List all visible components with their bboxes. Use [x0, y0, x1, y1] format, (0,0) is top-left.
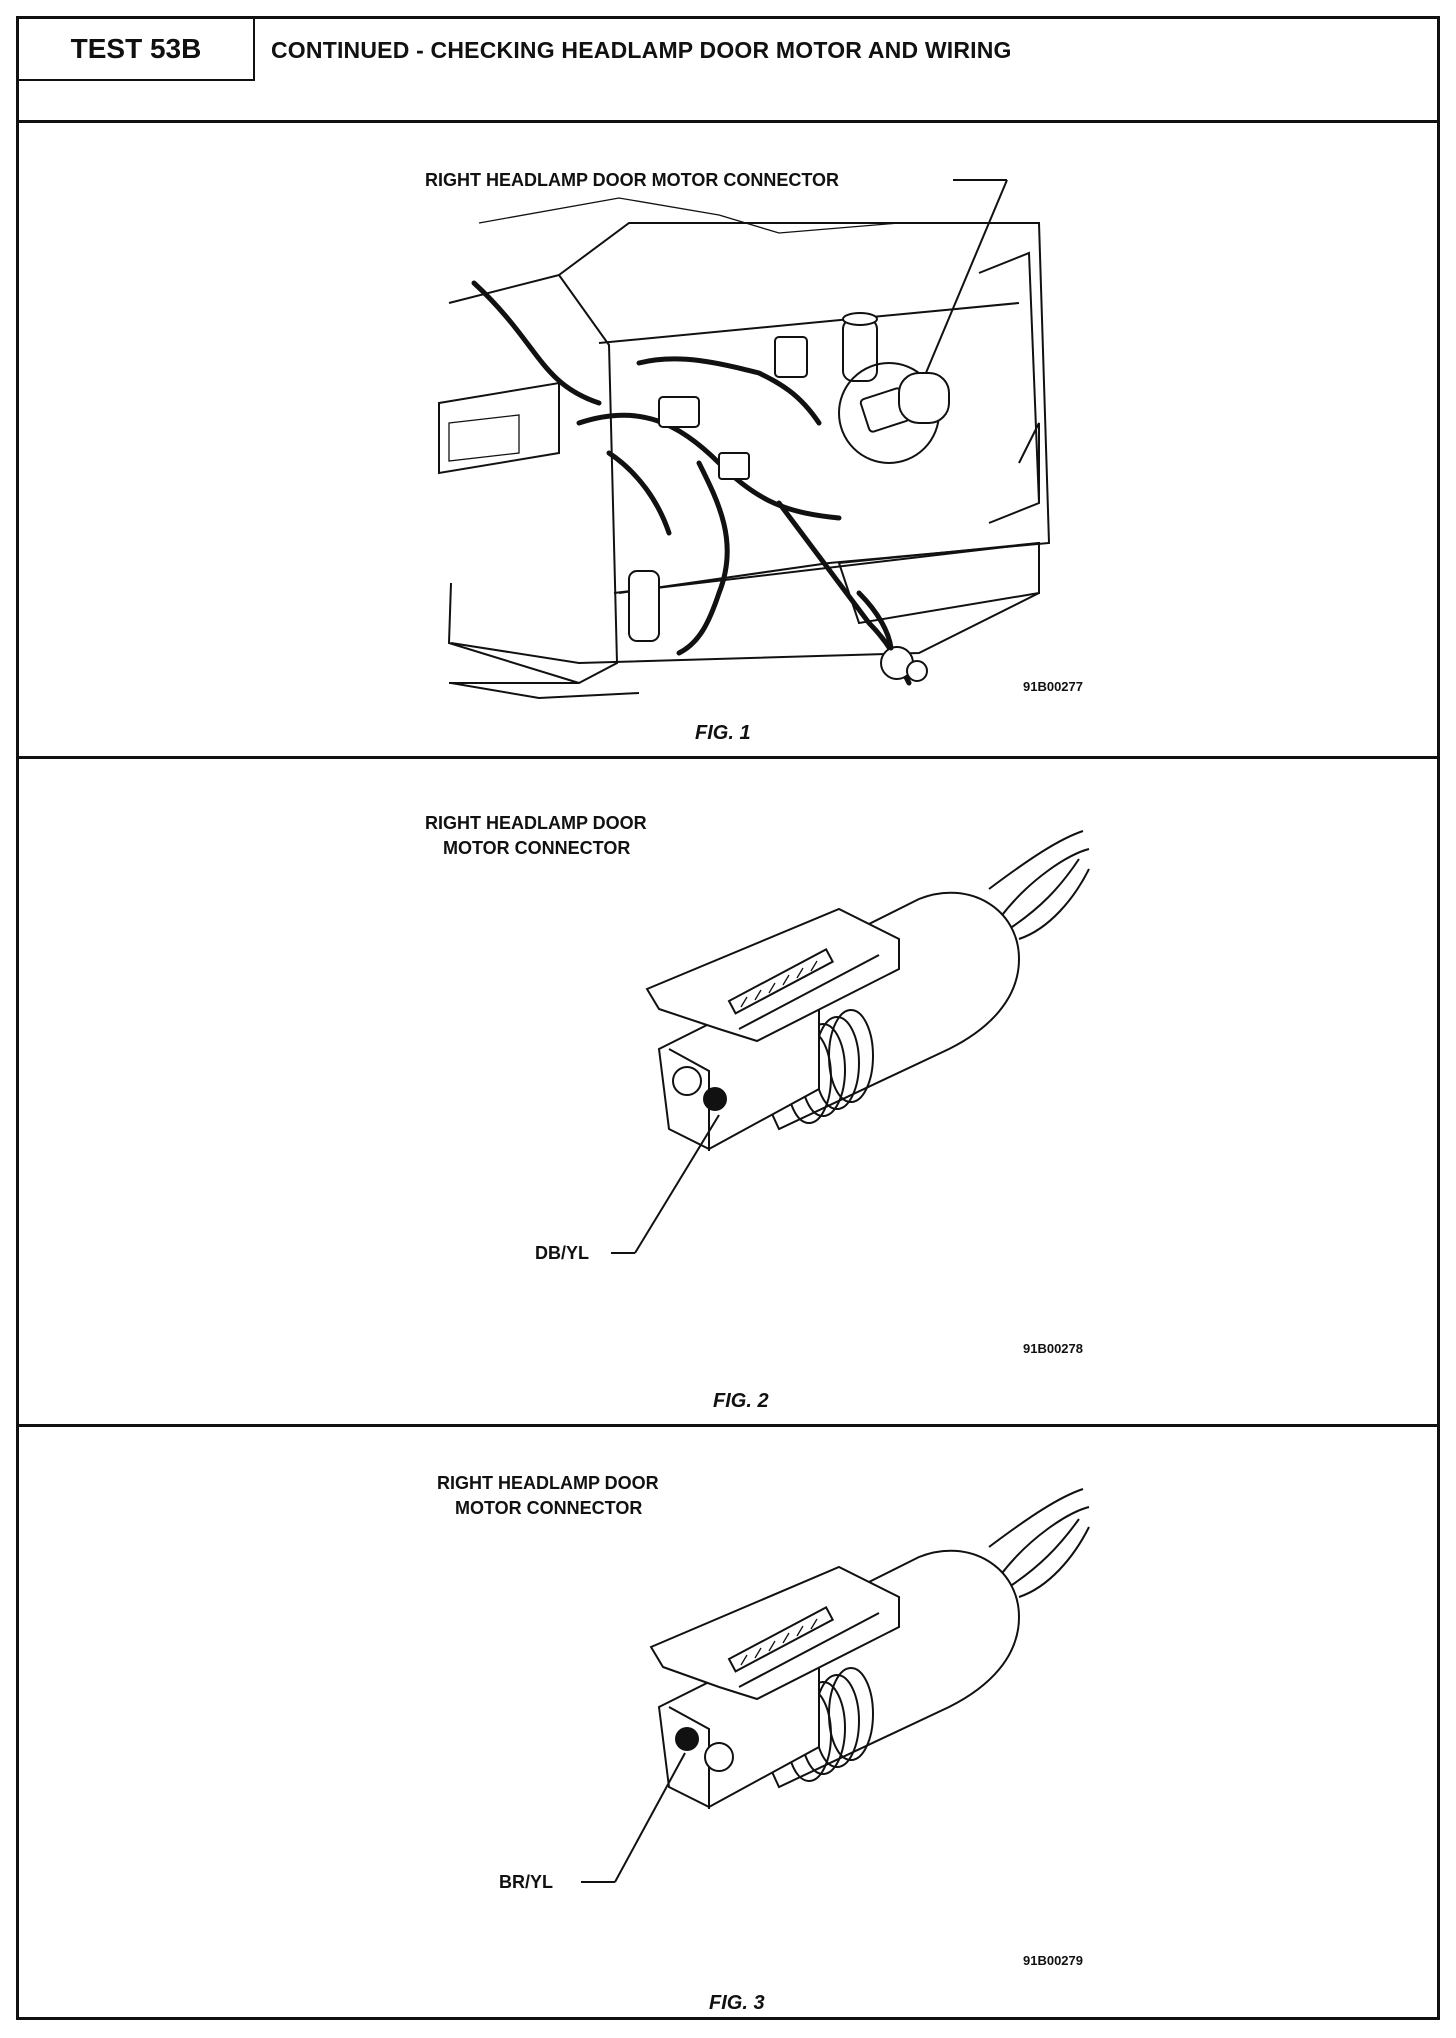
fender-apron — [438, 381, 560, 475]
fig3-locking-tab — [649, 1565, 900, 1701]
fig2-tab-slot — [727, 948, 835, 1015]
headlamp-door-motor — [898, 372, 950, 424]
fig2-terminal-cavity-active — [703, 1087, 727, 1111]
engine-bay-drawing — [438, 197, 1051, 700]
fig3-connector-drawing — [649, 1488, 1090, 1809]
fig3-wire-leader — [614, 1752, 686, 1883]
fig1-callout-label: RIGHT HEADLAMP DOOR MOTOR CONNECTOR — [425, 170, 839, 190]
fig2-terminal-cavity-left — [672, 1066, 702, 1096]
figure-2-panel: RIGHT HEADLAMP DOOR MOTOR CONNECTOR — [19, 759, 1437, 1427]
radiator-support — [558, 222, 1051, 594]
test-id-box: TEST 53B — [19, 19, 255, 81]
fig3-terminal-cavity-right — [704, 1742, 734, 1772]
fig2-locking-tab — [645, 907, 900, 1043]
fig2-caption: FIG. 2 — [713, 1390, 769, 1412]
left-fender — [448, 273, 619, 684]
figure-2-illustration: RIGHT HEADLAMP DOOR MOTOR CONNECTOR — [425, 813, 1090, 1412]
fig3-wire-label: BR/YL — [499, 1872, 553, 1892]
figure-1-illustration: RIGHT HEADLAMP DOOR MOTOR CONNECTOR — [425, 170, 1083, 744]
figure-1-panel: RIGHT HEADLAMP DOOR MOTOR CONNECTOR — [19, 123, 1437, 759]
fig2-image-code: 91B00278 — [1023, 1341, 1083, 1356]
test-title: CONTINUED - CHECKING HEADLAMP DOOR MOTOR… — [271, 37, 1012, 63]
figure-3-illustration: RIGHT HEADLAMP DOOR MOTOR CONNECTOR — [437, 1473, 1090, 2014]
fig3-tab-slot — [727, 1606, 835, 1673]
wiring-harness-1 — [471, 280, 602, 406]
fig3-image-code: 91B00279 — [1023, 1953, 1083, 1968]
connector-block — [774, 336, 808, 378]
fig2-wire-2 — [1008, 858, 1080, 930]
test-id: TEST 53B — [70, 33, 202, 64]
test-header: TEST 53B CONTINUED - CHECKING HEADLAMP D… — [19, 19, 1437, 123]
fig2-wire-leader — [634, 1114, 720, 1254]
wiring-harness-3 — [636, 356, 822, 426]
page-frame: TEST 53B CONTINUED - CHECKING HEADLAMP D… — [16, 16, 1440, 2020]
wiring-harness-4 — [676, 460, 730, 656]
hood-latch — [628, 570, 660, 642]
wiring-harness-2 — [576, 412, 842, 521]
fig2-callout-line2: MOTOR CONNECTOR — [443, 838, 630, 858]
fig2-wire-label: DB/YL — [535, 1243, 589, 1263]
fig2-wire-1 — [988, 830, 1084, 890]
fig2-connector-drawing — [645, 830, 1090, 1151]
fig3-callout-line2: MOTOR CONNECTOR — [455, 1498, 642, 1518]
fig3-wire-2 — [1008, 1518, 1080, 1588]
fig1-leader-line — [914, 179, 1008, 400]
figure-3-panel: RIGHT HEADLAMP DOOR MOTOR CONNECTOR — [19, 1427, 1437, 2020]
fig1-image-code: 91B00277 — [1023, 679, 1083, 694]
fig3-wire-1 — [988, 1488, 1084, 1548]
fig3-caption: FIG. 3 — [709, 1992, 765, 2014]
fig3-terminal-cavity-active — [675, 1727, 699, 1751]
fig3-callout-line1: RIGHT HEADLAMP DOOR — [437, 1473, 659, 1493]
fig2-callout-line1: RIGHT HEADLAMP DOOR — [425, 813, 647, 833]
fig1-caption: FIG. 1 — [695, 722, 751, 744]
